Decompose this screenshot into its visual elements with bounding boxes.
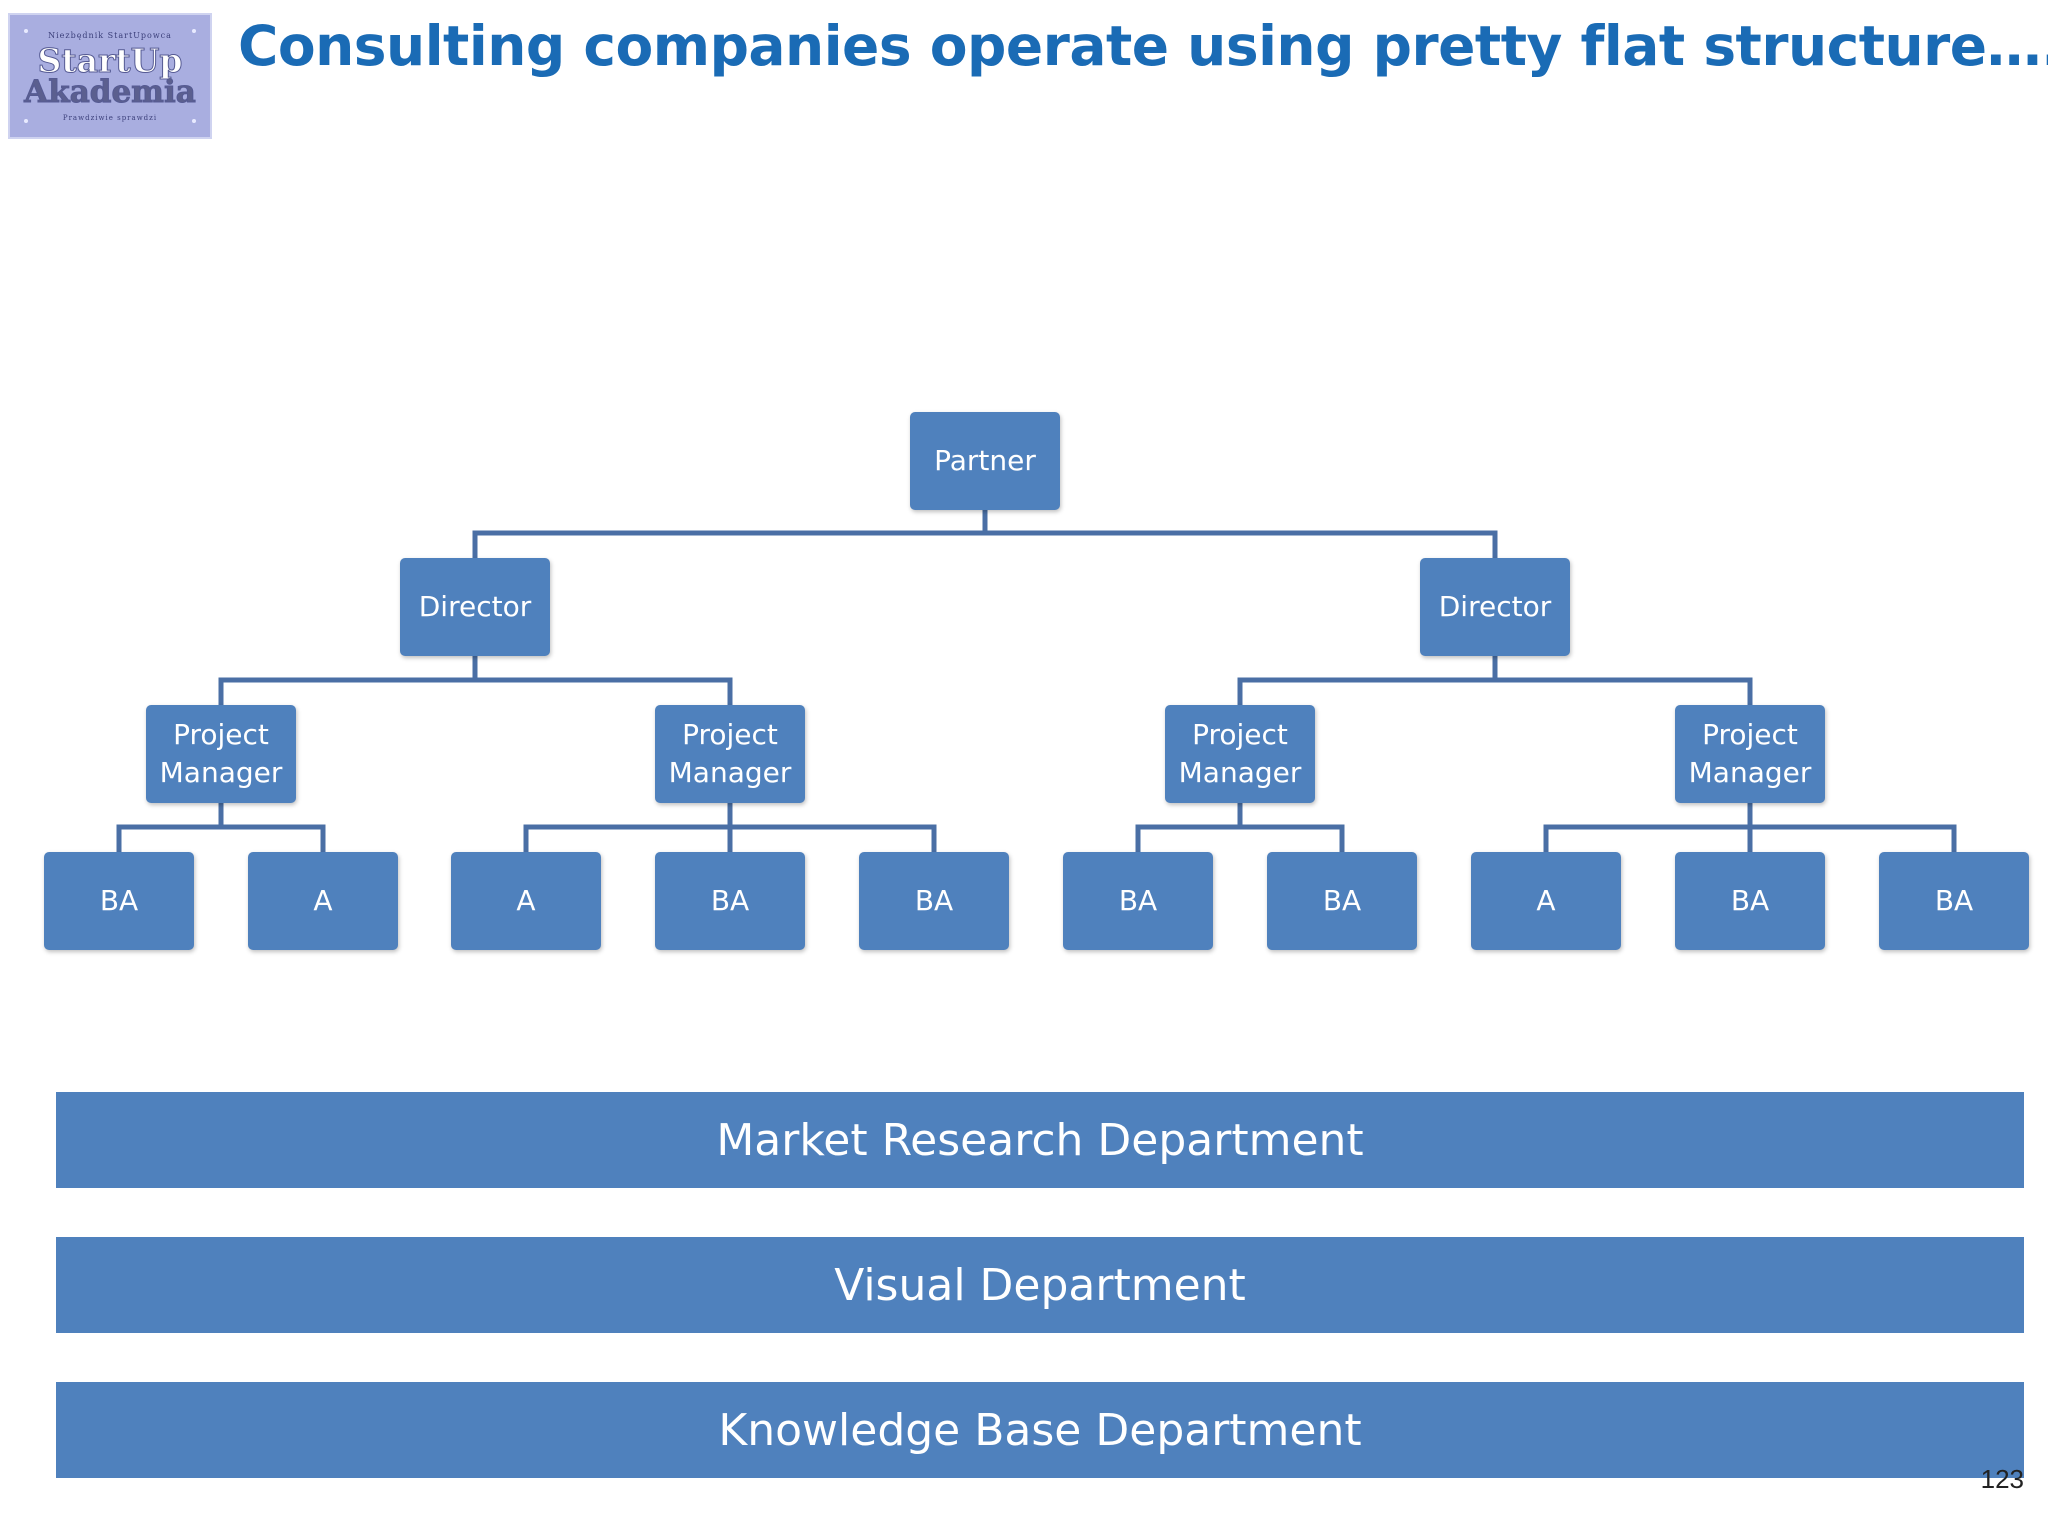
logo-tagline: Niezbędnik StartUpowca (48, 30, 172, 40)
project-manager-label: Project Manager (1178, 718, 1302, 789)
director-label: Director (418, 590, 532, 623)
staff-box-3: A (451, 852, 601, 950)
staff-label: BA (914, 884, 954, 917)
department-bar-visual: Visual Department (56, 1237, 2024, 1333)
staff-label: BA (710, 884, 750, 917)
staff-label: BA (1118, 884, 1158, 917)
logo-subline: Prawdziwie sprawdzi (62, 113, 158, 122)
staff-box-6: BA (1063, 852, 1213, 950)
director-box-left: Director (400, 558, 550, 656)
staff-label: BA (99, 884, 139, 917)
staff-box-4: BA (655, 852, 805, 950)
staff-box-10: BA (1879, 852, 2029, 950)
department-bar-knowledge-base: Knowledge Base Department (56, 1382, 2024, 1478)
staff-label: A (1536, 884, 1556, 917)
staff-label: A (516, 884, 536, 917)
department-label: Visual Department (834, 1259, 1246, 1311)
startup-akademia-logo: Niezbędnik StartUpowca StartUp Akademia … (8, 13, 212, 139)
project-manager-box-1: Project Manager (146, 705, 296, 803)
department-label: Market Research Department (716, 1114, 1364, 1166)
staff-label: BA (1322, 884, 1362, 917)
staff-box-5: BA (859, 852, 1009, 950)
director-box-right: Director (1420, 558, 1570, 656)
logo-word-akademia: Akademia (24, 73, 197, 110)
staff-box-9: BA (1675, 852, 1825, 950)
staff-box-1: BA (44, 852, 194, 950)
staff-label: A (313, 884, 333, 917)
partner-label: Partner (934, 444, 1036, 477)
staff-box-2: A (248, 852, 398, 950)
staff-label: BA (1934, 884, 1974, 917)
slide-title: Consulting companies operate using prett… (238, 14, 2048, 78)
staff-box-8: A (1471, 852, 1621, 950)
staff-label: BA (1730, 884, 1770, 917)
department-label: Knowledge Base Department (718, 1404, 1362, 1456)
project-manager-label: Project Manager (1688, 718, 1812, 789)
logo-word-startup: StartUp (37, 40, 183, 80)
director-label: Director (1438, 590, 1552, 623)
staff-box-7: BA (1267, 852, 1417, 950)
project-manager-box-4: Project Manager (1675, 705, 1825, 803)
project-manager-label: Project Manager (668, 718, 792, 789)
project-manager-label: Project Manager (159, 718, 283, 789)
department-bar-market-research: Market Research Department (56, 1092, 2024, 1188)
partner-box: Partner (910, 412, 1060, 510)
page-number: 123 (1980, 1464, 2024, 1494)
project-manager-box-3: Project Manager (1165, 705, 1315, 803)
project-manager-box-2: Project Manager (655, 705, 805, 803)
